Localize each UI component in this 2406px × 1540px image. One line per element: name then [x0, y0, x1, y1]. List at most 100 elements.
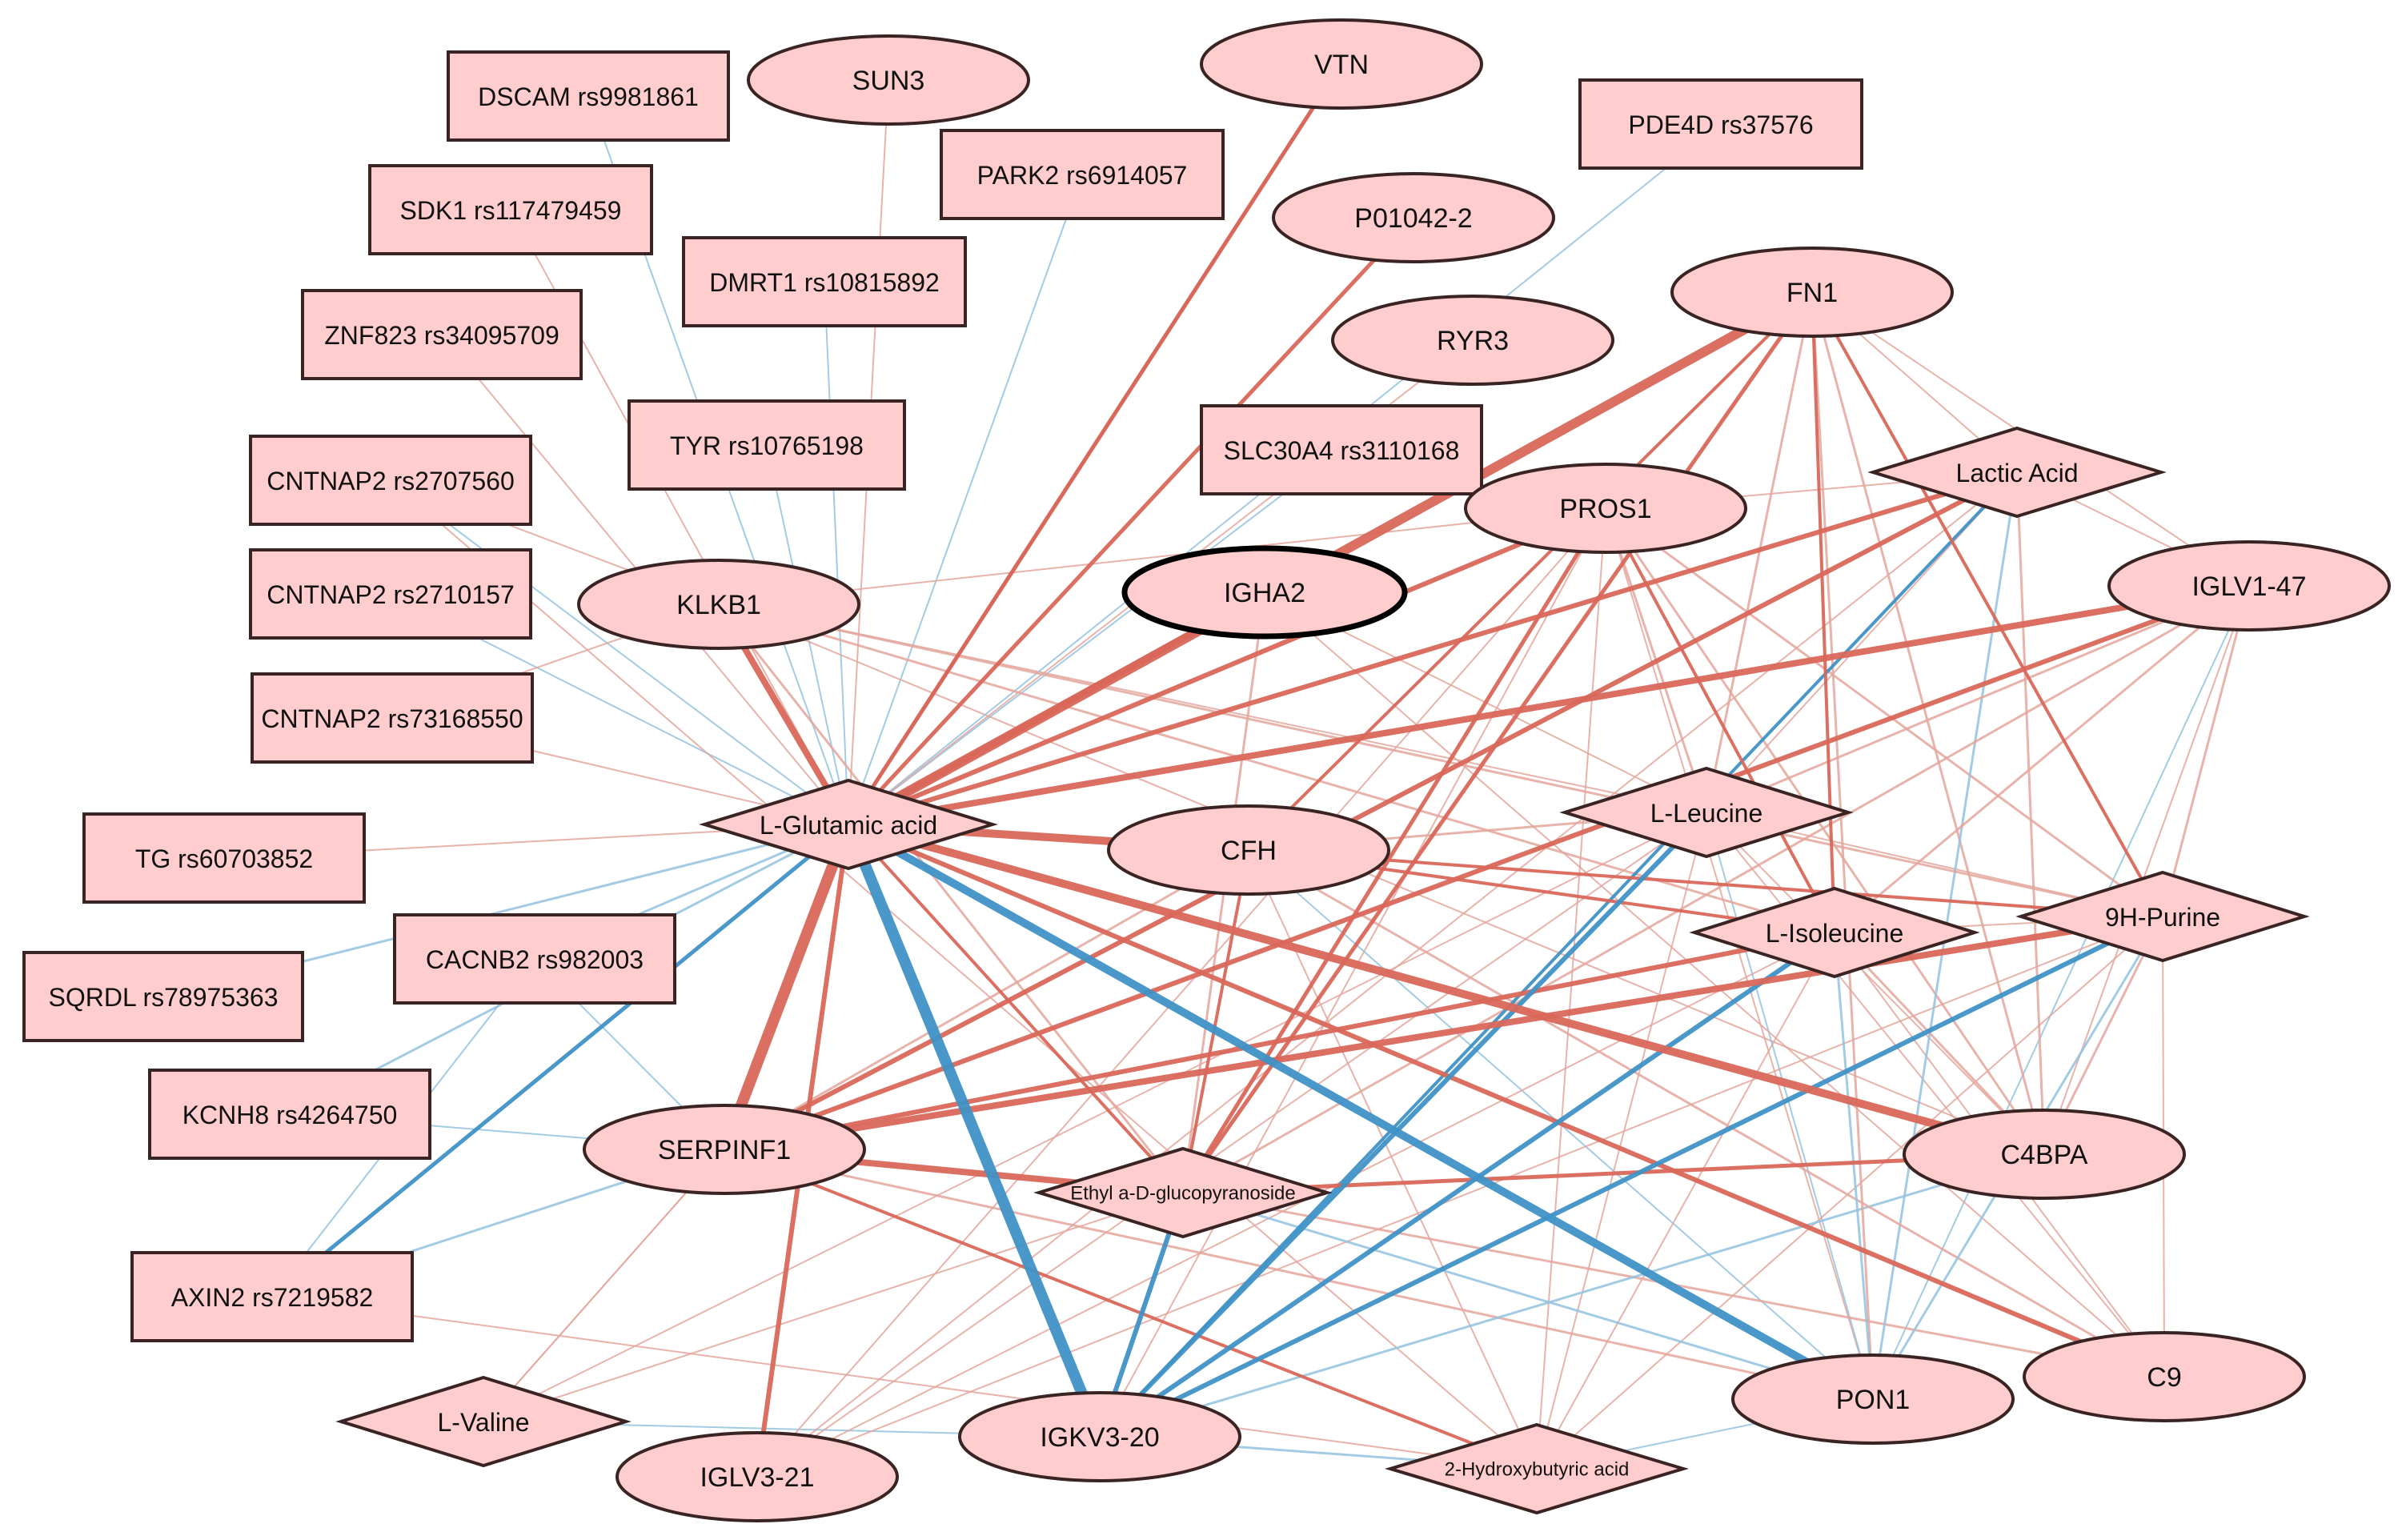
node-label: IGKV3-20 [1040, 1422, 1159, 1453]
node-label: L-Leucine [1650, 799, 1763, 828]
node-cntnap2a[interactable]: CNTNAP2 rs2707560 [249, 435, 532, 526]
node-cntnap2b[interactable]: CNTNAP2 rs2710157 [249, 548, 532, 640]
node-c4bpa[interactable]: C4BPA [1903, 1109, 2186, 1200]
node-box [249, 435, 532, 526]
edge-iglv321-purine [756, 916, 2163, 1478]
node-label: CNTNAP2 rs2710157 [267, 580, 514, 609]
node-igha2[interactable]: IGHA2 [1121, 545, 1408, 640]
node-iglv321[interactable]: IGLV3-21 [616, 1431, 899, 1522]
node-sdk1[interactable]: SDK1 rs117479459 [368, 164, 653, 255]
edge-pros1-pon1 [1605, 507, 1874, 1400]
node-lglu[interactable]: L-Glutamic acid [699, 778, 998, 871]
node-park2[interactable]: PARK2 rs6914057 [940, 129, 1225, 220]
node-box [393, 913, 676, 1005]
node-tg[interactable]: TG rs60703852 [82, 812, 366, 904]
node-label: PON1 [1836, 1385, 1911, 1415]
edge-lval-ethyl [483, 1192, 1184, 1422]
node-ellipse [1464, 463, 1747, 554]
node-dmrt1[interactable]: DMRT1 rs10815892 [682, 236, 967, 327]
node-label: 2-Hydroxybutyric acid [1445, 1459, 1630, 1481]
node-cfh[interactable]: CFH [1107, 804, 1390, 896]
node-label: FN1 [1786, 278, 1838, 308]
node-box [940, 129, 1225, 220]
node-ellipse [1107, 804, 1390, 896]
edge-igkv320-c4bpa [1098, 1153, 2046, 1438]
node-pros1[interactable]: PROS1 [1464, 463, 1747, 554]
node-label: C4BPA [2001, 1140, 2088, 1170]
edge-ethyl-pros1 [1181, 506, 1608, 1195]
node-pde4d[interactable]: PDE4D rs37576 [1578, 78, 1863, 170]
node-ellipse [1331, 295, 1614, 386]
node-iglv147[interactable]: IGLV1-47 [2107, 540, 2391, 632]
node-ellipse [2107, 540, 2391, 632]
node-purine[interactable]: 9H-Purine [2015, 870, 2310, 963]
node-ellipse [616, 1431, 899, 1522]
node-serpinf1[interactable]: SERPINF1 [583, 1104, 866, 1195]
edge-serpinf1-hydroxy [723, 1148, 1538, 1470]
edge-ethyl-cfh [1181, 848, 1250, 1194]
node-diamond [1867, 426, 2167, 519]
edge-cfh-purine [1247, 848, 2164, 918]
edge-iglv147-lile [1833, 584, 2251, 934]
node-lile[interactable]: L-Isoleucine [1689, 886, 1980, 979]
node-axin2[interactable]: AXIN2 rs7219582 [130, 1251, 414, 1342]
node-kcnh8[interactable]: KCNH8 rs4264750 [148, 1069, 431, 1160]
node-lval[interactable]: L-Valine [335, 1375, 632, 1468]
node-label: IGLV1-47 [2191, 571, 2306, 602]
edge-layer [162, 62, 2252, 1479]
edge-lglu-serpinf1 [719, 819, 854, 1155]
node-ellipse [1670, 247, 1954, 338]
node-label: PROS1 [1559, 494, 1651, 524]
node-slc30a4[interactable]: SLC30A4 rs3110168 [1200, 404, 1483, 495]
node-fn1[interactable]: FN1 [1670, 247, 1954, 338]
node-klkb1[interactable]: KLKB1 [577, 559, 860, 650]
edge-lglu-lactic [846, 470, 2019, 827]
edge-cfh-hydroxy [1248, 849, 1538, 1470]
node-label: P01042-2 [1354, 203, 1472, 234]
node-lactic[interactable]: Lactic Acid [1867, 426, 2167, 519]
node-sqrdl[interactable]: SQRDL rs78975363 [22, 951, 304, 1042]
edge-fn1-lile [1811, 291, 1836, 934]
edge-lglu-dmrt1 [824, 281, 849, 825]
edge-pros1-lile [1604, 507, 1836, 934]
node-pon1[interactable]: PON1 [1731, 1354, 2015, 1445]
node-tyr[interactable]: TYR rs10765198 [628, 399, 906, 491]
node-p01042[interactable]: P01042-2 [1272, 172, 1555, 263]
edge-lglu-ethyl [847, 823, 1185, 1194]
node-ethyl[interactable]: Ethyl a-D-glucopyranoside [1033, 1146, 1333, 1239]
node-ellipse [1272, 172, 1555, 263]
edge-pros1-hydroxy [1536, 507, 1606, 1470]
edge-serpinf1-pon1 [723, 1148, 1875, 1401]
node-box [368, 164, 653, 255]
node-dscam[interactable]: DSCAM rs9981861 [447, 50, 730, 142]
node-box [1578, 78, 1863, 170]
edge-c4bpa-lleu [1706, 812, 2045, 1155]
node-lleu[interactable]: L-Leucine [1559, 766, 1854, 859]
node-cacnb2[interactable]: CACNB2 rs982003 [393, 913, 676, 1005]
node-znf823[interactable]: ZNF823 rs34095709 [301, 289, 583, 380]
node-vtn[interactable]: VTN [1200, 18, 1483, 110]
node-c9[interactable]: C9 [2023, 1331, 2306, 1422]
node-label: TG rs60703852 [135, 844, 313, 873]
node-cntnap2c[interactable]: CNTNAP2 rs73168550 [251, 672, 534, 764]
node-diamond [1033, 1146, 1333, 1239]
node-hydroxy[interactable]: 2-Hydroxybutyric acid [1385, 1422, 1689, 1515]
edge-lglu-axin2 [270, 822, 851, 1299]
node-box [22, 951, 304, 1042]
node-ryr3[interactable]: RYR3 [1331, 295, 1614, 386]
node-label: AXIN2 rs7219582 [171, 1283, 374, 1312]
node-sun3[interactable]: SUN3 [747, 34, 1030, 126]
node-diamond [699, 778, 998, 871]
node-label: IGHA2 [1224, 578, 1305, 608]
node-label: L-Valine [437, 1408, 529, 1437]
node-label: ZNF823 rs34095709 [324, 321, 559, 350]
node-label: RYR3 [1437, 326, 1509, 356]
edge-pros1-purine [1604, 507, 2164, 918]
node-ellipse [2023, 1331, 2306, 1422]
edge-klkb1-c4bpa [718, 604, 2045, 1155]
node-ellipse [1121, 545, 1408, 640]
edge-pros1-c4bpa [1604, 507, 2046, 1156]
node-ellipse [747, 34, 1030, 126]
node-label: CFH [1221, 836, 1277, 866]
node-igkv320[interactable]: IGKV3-20 [958, 1391, 1241, 1482]
